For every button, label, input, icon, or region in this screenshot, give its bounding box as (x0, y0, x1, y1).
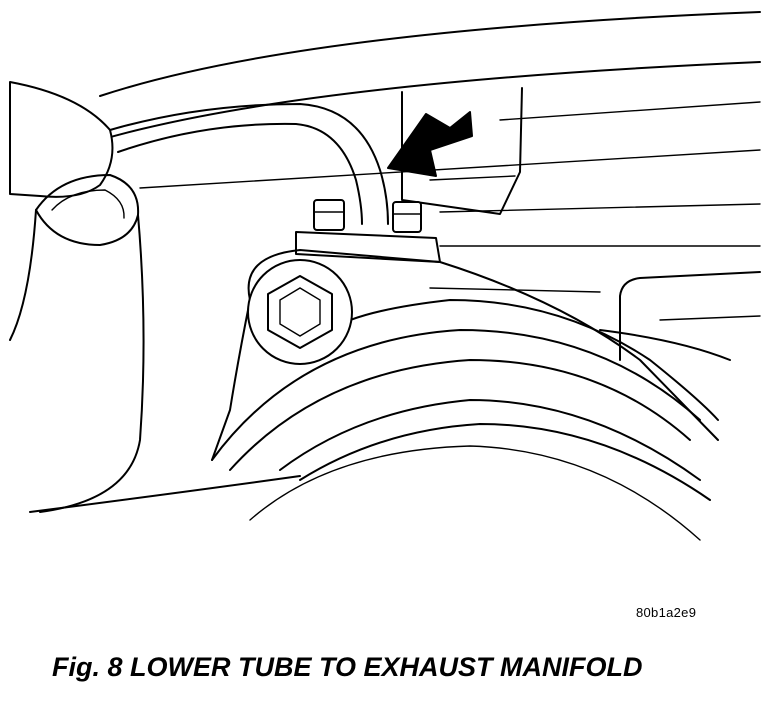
base-line (29, 475, 301, 513)
pulley (211, 329, 711, 541)
lower-tube (109, 103, 389, 225)
figure-caption: Fig. 8 LOWER TUBE TO EXHAUST MANIFOLD (52, 652, 643, 682)
left-mount (9, 174, 145, 513)
engine-block-lines (99, 11, 761, 293)
hex-bolt-icon (247, 259, 353, 365)
tube-flange (295, 199, 441, 263)
left-hose (9, 81, 114, 198)
exhaust-tube-illustration (9, 11, 761, 541)
arrow-pointer-icon (387, 111, 473, 177)
figure-code: 80b1a2e9 (636, 605, 697, 620)
right-housing (599, 271, 761, 361)
